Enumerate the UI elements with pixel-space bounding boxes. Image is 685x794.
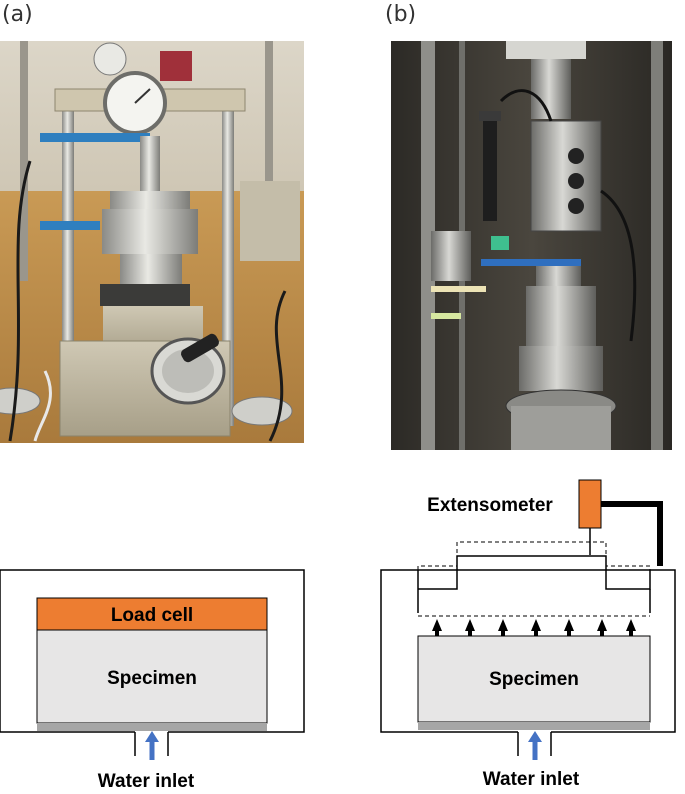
- piston-top: [456, 555, 607, 570]
- cell-outline-b: [380, 569, 676, 733]
- photo-extensometer-setup: [391, 41, 672, 450]
- panel-a-label: (a): [2, 2, 33, 27]
- swell-arrow-4: [531, 619, 541, 631]
- swelling-arrows: [432, 619, 636, 636]
- swell-arrow-7: [626, 619, 636, 631]
- swell-arrow-5: [564, 619, 574, 631]
- specimen-box-a: [36, 629, 268, 724]
- load-cell-box: [36, 597, 268, 631]
- water-arrow-head-b: [528, 731, 542, 742]
- extensometer-label: Extensometer: [427, 495, 553, 516]
- swell-arrow-5-shaft: [567, 630, 571, 636]
- swell-arrow-4-shaft: [534, 630, 538, 636]
- photo-extensometer-drawing: [391, 41, 672, 450]
- load-cell-label: Load cell: [111, 605, 193, 626]
- swell-arrow-2-shaft: [468, 630, 472, 636]
- schematic-a: Load cell Specimen Water inlet: [0, 569, 305, 792]
- photo-oedometer-drawing: [0, 41, 304, 443]
- swell-arrow-3: [498, 619, 508, 631]
- specimen-box-b: [417, 635, 651, 723]
- piston-step-left: [418, 570, 458, 590]
- water-inlet-label-a: Water inlet: [98, 771, 195, 792]
- photo-oedometer-apparatus: [0, 41, 304, 443]
- swell-arrow-6-shaft: [600, 630, 604, 636]
- cell-outline-a: [0, 569, 305, 733]
- water-inlet-label-b: Water inlet: [483, 769, 580, 790]
- porous-plate-b: [418, 722, 650, 730]
- piston-step-right: [605, 570, 651, 590]
- swell-arrow-3-shaft: [501, 630, 505, 636]
- schematic-b: Extensometer Specimen Water in: [380, 479, 676, 790]
- extensometer-cable: [601, 501, 663, 566]
- extensometer-box: [578, 479, 602, 529]
- swell-arrow-1: [432, 619, 442, 631]
- water-arrow-head-a: [145, 731, 159, 742]
- piston-displaced-outline: [417, 541, 651, 570]
- swell-arrow-6: [597, 619, 607, 631]
- specimen-label-b: Specimen: [489, 669, 579, 690]
- swell-arrow-1-shaft: [435, 630, 439, 636]
- swell-arrow-7-shaft: [629, 630, 633, 636]
- specimen-label-a: Specimen: [107, 668, 197, 689]
- panel-b-label: (b): [385, 2, 417, 27]
- porous-plate-a: [37, 723, 267, 731]
- swell-arrow-2: [465, 619, 475, 631]
